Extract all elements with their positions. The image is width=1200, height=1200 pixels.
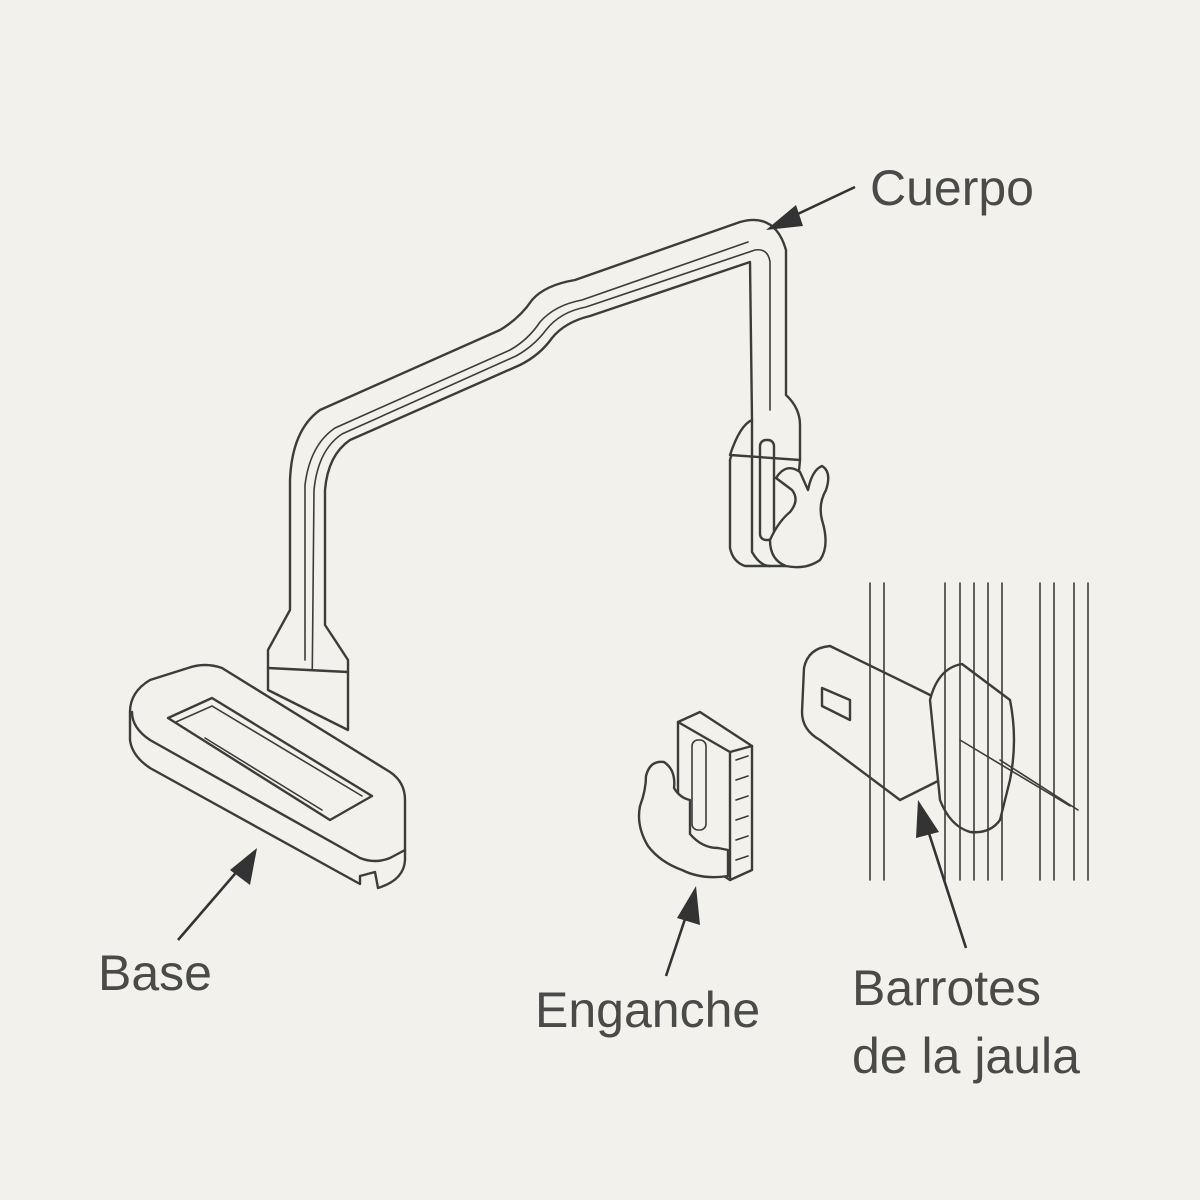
stand-base [128,663,407,890]
cage-bars [869,582,1089,881]
arrow-base [177,848,257,941]
label-base: Base [98,945,212,1001]
stand-body [266,218,802,701]
arrow-hook [664,886,700,977]
label-bars-line1: Barrotes [852,960,1041,1016]
label-hook: Enganche [535,982,761,1038]
stand-hook [728,418,830,569]
arrow-bars [916,800,968,949]
arrow-body [766,185,856,230]
label-body: Cuerpo [870,160,1034,216]
hook-part [637,710,754,882]
label-bars-line2: de la jaula [852,1028,1080,1084]
cage-assembly [800,582,1089,881]
